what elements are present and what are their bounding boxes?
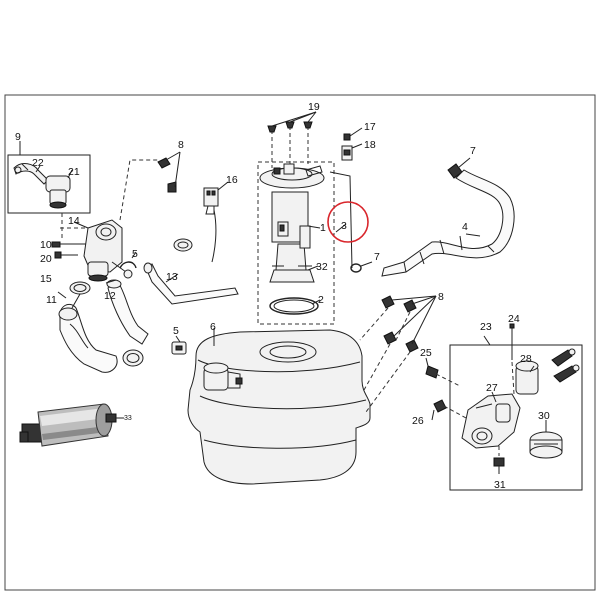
part-26 bbox=[433, 399, 467, 419]
sender-16 bbox=[203, 181, 229, 263]
callout-5-upper: 5 bbox=[132, 248, 138, 260]
callout-17: 17 bbox=[364, 121, 376, 133]
pipe-13 bbox=[143, 262, 239, 305]
callout-19: 19 bbox=[308, 101, 320, 113]
hose-11 bbox=[58, 281, 118, 373]
callout-3: 3 bbox=[341, 220, 347, 232]
hose-4 bbox=[381, 169, 515, 277]
inset-box-23 bbox=[449, 344, 583, 491]
callout-24: 24 bbox=[508, 313, 520, 325]
pump-module-dashbox bbox=[257, 161, 335, 325]
fuel-cap-assembly bbox=[461, 323, 580, 474]
callout-4: 4 bbox=[462, 221, 468, 233]
parts-17-18 bbox=[341, 127, 363, 161]
callout-13: 13 bbox=[166, 271, 178, 283]
clamp-5-upper bbox=[119, 251, 137, 269]
part-25 bbox=[425, 365, 461, 387]
callout-31: 31 bbox=[494, 479, 506, 491]
fuel-filter-assembly bbox=[51, 213, 133, 282]
callout-10: 10 bbox=[40, 239, 52, 251]
inset-box-9 bbox=[7, 141, 91, 214]
callout-7-lower: 7 bbox=[374, 251, 380, 263]
callout-18: 18 bbox=[364, 139, 376, 151]
callout-8-upper: 8 bbox=[178, 139, 184, 151]
screws-19 bbox=[267, 111, 317, 168]
fuel-tank-6 bbox=[187, 329, 371, 485]
callout-20: 20 bbox=[40, 253, 52, 265]
callout-12: 12 bbox=[104, 290, 116, 302]
fuel-pump-module bbox=[259, 163, 325, 315]
clamp-7-lower bbox=[350, 261, 373, 273]
callout-21: 21 bbox=[68, 166, 80, 178]
callout-7-upper: 7 bbox=[470, 145, 476, 157]
bolts-8-right bbox=[359, 295, 437, 413]
diagram-border bbox=[4, 94, 596, 591]
callout-2: 2 bbox=[318, 294, 324, 306]
callout-1: 1 bbox=[320, 222, 326, 234]
callout-14: 14 bbox=[68, 215, 80, 227]
callout-15: 15 bbox=[40, 273, 52, 285]
callout-11: 11 bbox=[46, 294, 57, 306]
callout-6: 6 bbox=[210, 321, 216, 333]
clamp-5-lower bbox=[171, 335, 187, 355]
callout-28: 28 bbox=[520, 353, 532, 365]
hose-12 bbox=[106, 279, 149, 345]
highlight-circle bbox=[327, 201, 369, 243]
callout-23: 23 bbox=[480, 321, 492, 333]
callout-16: 16 bbox=[226, 174, 238, 186]
callout-9: 9 bbox=[15, 131, 21, 143]
callout-32: 32 bbox=[316, 261, 328, 273]
callout-5-lower: 5 bbox=[173, 325, 179, 337]
bolt-8-upper bbox=[157, 151, 181, 193]
callout-25: 25 bbox=[420, 347, 432, 359]
callout-27: 27 bbox=[486, 382, 498, 394]
callout-30: 30 bbox=[538, 410, 550, 422]
callout-8-right: 8 bbox=[438, 291, 444, 303]
callout-26: 26 bbox=[412, 415, 424, 427]
callout-33: 33 bbox=[124, 415, 132, 422]
callout-22: 22 bbox=[32, 157, 44, 169]
fuel-pump-33 bbox=[19, 403, 124, 447]
